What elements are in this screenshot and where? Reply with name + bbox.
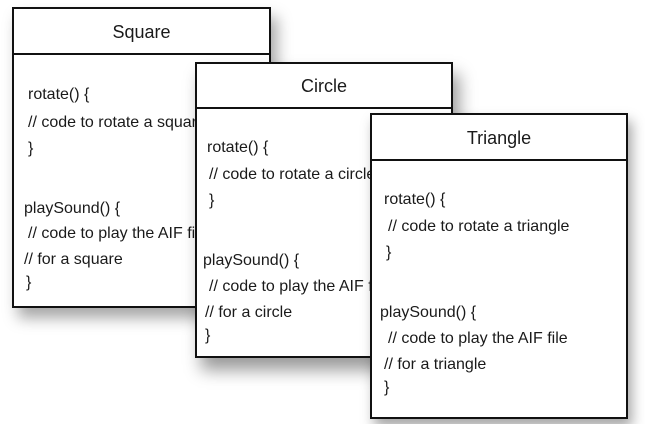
triangle-playsound-signature: playSound() {	[380, 304, 477, 321]
circle-playsound-close: }	[205, 327, 211, 344]
triangle-playsound-comment: // code to play the AIF file	[388, 330, 568, 347]
circle-rotate-close: }	[209, 192, 215, 209]
square-rotate-comment: // code to rotate a square	[28, 114, 206, 131]
triangle-playsound-close: }	[384, 379, 390, 396]
triangle-rotate-comment: // code to rotate a triangle	[388, 218, 570, 235]
triangle-rotate-close: }	[386, 244, 392, 261]
square-playsound-comment-2: // for a square	[24, 251, 123, 268]
circle-card-title: Circle	[197, 64, 451, 109]
square-rotate-signature: rotate() {	[28, 86, 90, 103]
circle-playsound-signature: playSound() {	[203, 252, 300, 269]
square-rotate-close: }	[28, 140, 34, 157]
triangle-card: Triangle rotate() { // code to rotate a …	[370, 113, 628, 419]
circle-playsound-comment: // code to play the AIF file	[209, 278, 389, 295]
circle-playsound-comment-2: // for a circle	[205, 304, 293, 321]
square-card-title: Square	[14, 9, 269, 55]
triangle-rotate-signature: rotate() {	[384, 191, 446, 208]
triangle-playsound-comment-2: // for a triangle	[384, 356, 487, 373]
triangle-card-title: Triangle	[372, 115, 626, 161]
circle-rotate-comment: // code to rotate a circle	[209, 166, 376, 183]
square-playsound-comment: // code to play the AIF file	[28, 225, 208, 242]
circle-rotate-signature: rotate() {	[207, 139, 269, 156]
square-playsound-close: }	[26, 274, 32, 291]
square-playsound-signature: playSound() {	[24, 200, 121, 217]
